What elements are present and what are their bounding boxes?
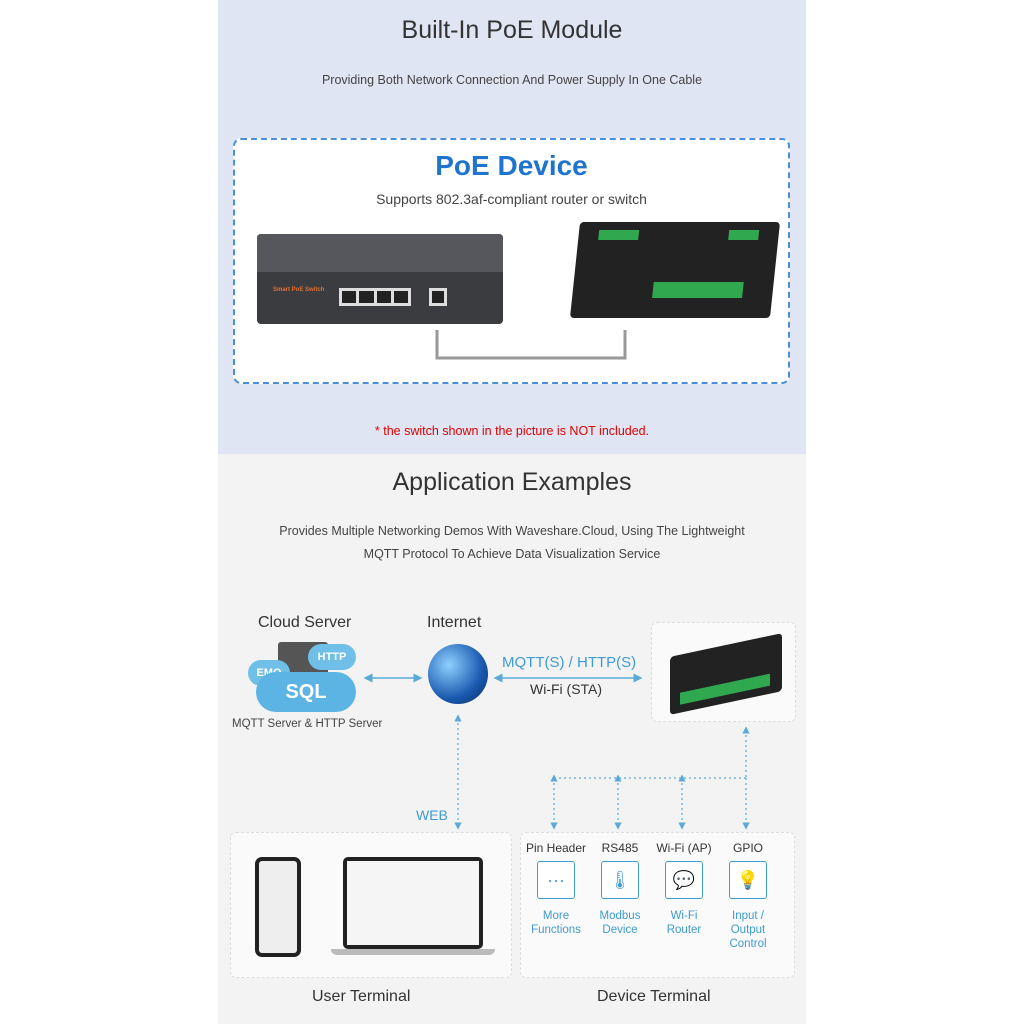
wifi-sta-label: Wi-Fi (STA): [530, 681, 603, 697]
interface-wi-fi-ap-: Wi-Fi (AP) 💬 Wi-Fi Router: [651, 841, 717, 937]
lightbulb-icon: 💡: [729, 861, 767, 899]
poe-subtitle: Providing Both Network Connection And Po…: [321, 73, 703, 87]
interface-label: RS485: [601, 841, 639, 855]
interface-caption-1: Input / Output: [730, 910, 766, 936]
poe-device-title: PoE Device: [435, 150, 588, 181]
http-tag: HTTP: [308, 644, 356, 670]
relay-device-image: [569, 222, 781, 318]
interface-caption-1: Modbus: [599, 910, 641, 922]
poe-device-subtitle: Supports 802.3af-compliant router or swi…: [376, 191, 647, 207]
globe-icon: [428, 644, 488, 704]
poe-device-panel: PoE Device Supports 802.3af-compliant ro…: [233, 138, 790, 384]
interface-caption-2: Functions: [531, 924, 581, 936]
interface-rs485: RS485 🌡 Modbus Device: [587, 841, 653, 937]
phone-image: [255, 857, 301, 957]
cloud-server-label: Cloud Server: [258, 614, 352, 631]
device-terminal-label: Device Terminal: [597, 988, 711, 1005]
app-subtitle-1: Provides Multiple Networking Demos With …: [279, 524, 745, 538]
chat-bubble-icon: 💬: [665, 861, 703, 899]
user-terminal-panel: [230, 832, 512, 978]
thermometer-icon: 🌡: [601, 861, 639, 899]
connection-lines: [363, 673, 750, 830]
interface-pin-header: Pin Header ··· More Functions: [523, 841, 589, 937]
interface-gpio: GPIO 💡 Input / Output Control: [715, 841, 781, 951]
user-terminal-label: User Terminal: [312, 988, 411, 1005]
app-subtitle-2: MQTT Protocol To Achieve Data Visualizat…: [363, 547, 661, 561]
app-title: Application Examples: [392, 468, 632, 496]
application-section: Application Examples Provides Multiple N…: [218, 454, 806, 1024]
internet-label: Internet: [427, 614, 482, 631]
relay-device-image: [670, 633, 782, 715]
interface-label: Pin Header: [525, 841, 587, 855]
interface-caption-2: Device: [602, 924, 638, 936]
switch-not-included-note: * the switch shown in the picture is NOT…: [374, 424, 650, 438]
protocol-label: MQTT(S) / HTTP(S): [502, 654, 637, 671]
poe-switch-image: Smart PoE Switch: [257, 234, 503, 324]
ellipsis-icon: ···: [537, 861, 575, 899]
sql-tag: SQL: [256, 672, 356, 712]
interface-label: GPIO: [732, 841, 763, 855]
switch-label: Smart PoE Switch: [273, 287, 325, 293]
interface-caption-1: Wi-Fi: [670, 910, 698, 922]
interface-caption-2: Router: [666, 924, 702, 936]
poe-title: Built-In PoE Module: [401, 16, 623, 44]
laptop-image: [343, 857, 483, 949]
interface-caption-1: More: [542, 910, 570, 922]
ethernet-cable: [435, 330, 627, 360]
cloud-caption: MQTT Server & HTTP Server: [232, 718, 383, 730]
interface-label: Wi-Fi (AP): [656, 841, 712, 855]
interface-caption-2: Control: [729, 938, 767, 950]
cloud-icon: EMQ HTTP SQL: [248, 642, 358, 712]
poe-section: Built-In PoE Module Providing Both Netwo…: [218, 0, 806, 454]
web-label: WEB: [416, 807, 448, 823]
relay-device-panel: [651, 622, 796, 722]
